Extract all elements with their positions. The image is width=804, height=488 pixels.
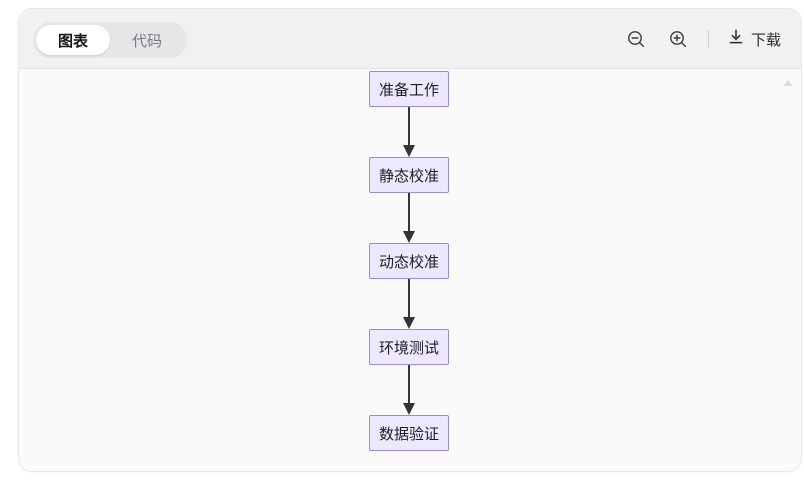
panel-header: 图表 代码 (19, 9, 801, 69)
download-label: 下载 (750, 31, 781, 49)
arrowhead-icon (403, 145, 415, 157)
zoom-in-icon[interactable] (664, 25, 692, 53)
flow-node-n1[interactable]: 准备工作 (369, 71, 449, 107)
tab-code[interactable]: 代码 (110, 25, 184, 55)
view-mode-segmented-control[interactable]: 图表 代码 (33, 22, 187, 58)
tab-code-label: 代码 (131, 32, 162, 50)
arrowhead-icon (403, 403, 415, 415)
edge-line (408, 279, 410, 317)
scroll-up-arrow-icon[interactable] (781, 77, 795, 89)
diagram-panel: 图表 代码 (18, 8, 802, 472)
flow-edge-n4-n5 (402, 365, 416, 415)
flowchart: 准备工作 静态校准 动态校准 (19, 69, 801, 471)
edge-line (408, 107, 410, 145)
diagram-canvas[interactable]: 准备工作 静态校准 动态校准 (19, 69, 801, 471)
flow-node-n1-label: 准备工作 (378, 81, 439, 99)
flow-edge-n3-n4 (402, 279, 416, 329)
flow-edge-n1-n2 (402, 107, 416, 157)
flow-node-n5-label: 数据验证 (378, 425, 439, 443)
flow-node-n5[interactable]: 数据验证 (369, 415, 449, 451)
toolbar-divider (707, 30, 709, 48)
arrowhead-icon (403, 317, 415, 329)
tab-chart-label: 图表 (57, 32, 88, 50)
flow-edge-n2-n3 (402, 193, 416, 243)
flowchart-node-stack: 准备工作 静态校准 动态校准 (359, 71, 459, 451)
edge-line (408, 365, 410, 403)
flow-node-n2-label: 静态校准 (378, 167, 439, 185)
download-icon (727, 28, 745, 50)
flow-node-n3[interactable]: 动态校准 (369, 243, 449, 279)
edge-line (408, 193, 410, 231)
flow-node-n4-label: 环境测试 (378, 339, 439, 357)
header-toolbar: 下载 (622, 9, 783, 69)
flow-node-n4[interactable]: 环境测试 (369, 329, 449, 365)
zoom-out-icon[interactable] (622, 25, 650, 53)
flow-node-n3-label: 动态校准 (378, 253, 439, 271)
flow-node-n2[interactable]: 静态校准 (369, 157, 449, 193)
download-button[interactable]: 下载 (725, 26, 783, 52)
tab-chart[interactable]: 图表 (36, 25, 110, 55)
arrowhead-icon (403, 231, 415, 243)
